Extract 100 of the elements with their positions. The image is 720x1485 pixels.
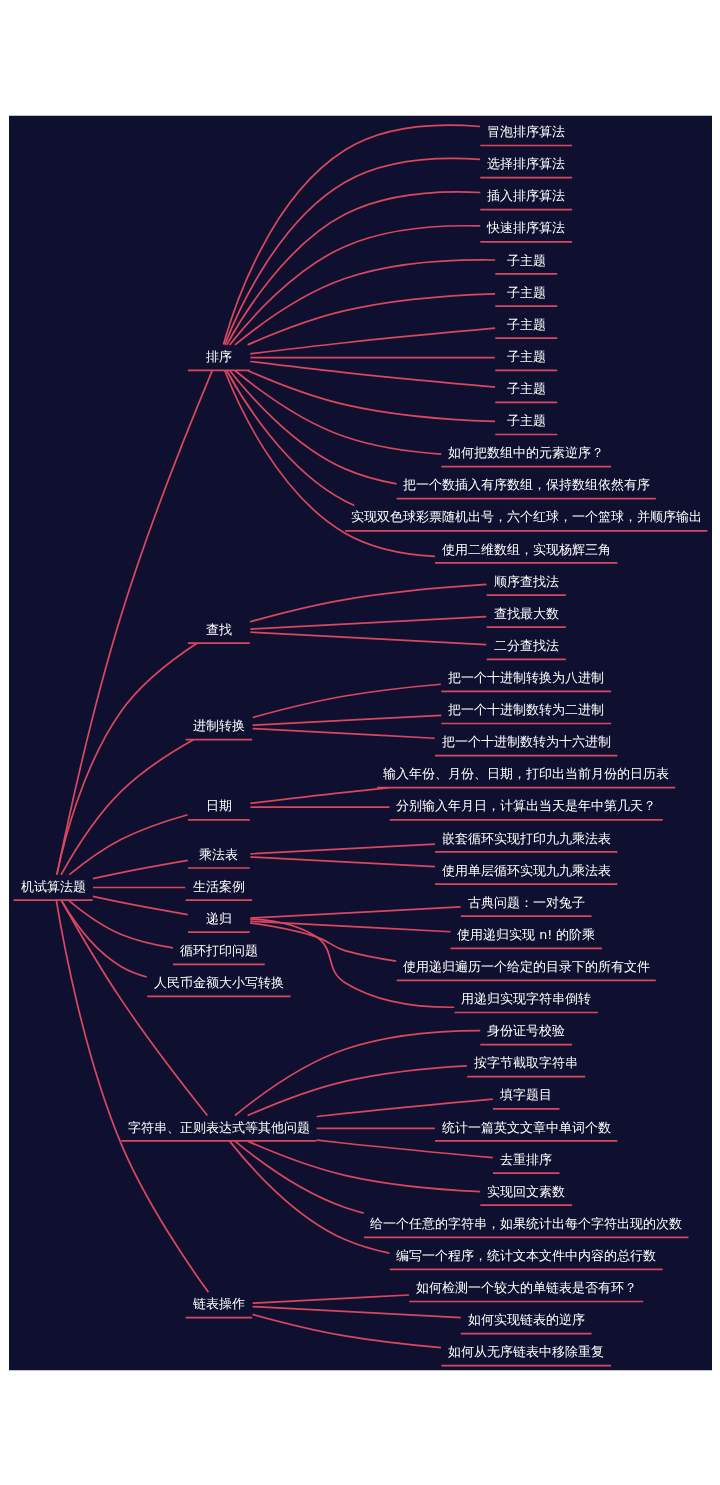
node-text: 使用递归实现 n! 的阶乘 — [456, 926, 595, 942]
node-text: 身份证号校验 — [486, 1022, 565, 1038]
node-text: 把一个十进制数转为二进制 — [447, 701, 604, 717]
node-text: 如何从无序链表中移除重复 — [447, 1343, 604, 1359]
connector — [91, 886, 186, 888]
node-text: 冒泡排序算法 — [486, 123, 565, 139]
connector — [251, 1305, 462, 1318]
node-text: 生活案例 — [192, 878, 245, 894]
connector — [251, 1313, 442, 1348]
node-text: 使用二维数组，实现杨辉三角 — [441, 541, 611, 557]
node-text: 按字节截取字符串 — [473, 1054, 578, 1070]
connector — [225, 369, 355, 506]
connector — [249, 615, 487, 630]
connector — [246, 292, 496, 346]
connector — [54, 898, 209, 1293]
connector — [249, 630, 487, 645]
node-text: 顺序查找法 — [493, 573, 559, 589]
node-text: 循环打印问题 — [179, 942, 258, 958]
node-text: 使用递归遍历一个给定的目录下的所有文件 — [402, 958, 650, 974]
node-text: 选择排序算法 — [486, 155, 565, 171]
node-text: 日期 — [205, 797, 232, 813]
node-text: 递归 — [205, 910, 232, 926]
connector — [59, 738, 194, 876]
node-text: 填字题目 — [499, 1086, 552, 1102]
connector — [228, 369, 397, 485]
connector — [251, 1293, 410, 1304]
connector — [315, 1097, 494, 1117]
connector — [248, 917, 455, 1008]
connector — [55, 368, 213, 876]
node-text: 子主题 — [506, 348, 546, 364]
connector — [248, 326, 496, 355]
connector — [249, 356, 496, 359]
connector — [248, 786, 390, 804]
node-text: 把一个十进制数转为十六进制 — [441, 733, 611, 749]
node-text: 嵌套循环实现打印九九乘法表 — [441, 830, 611, 846]
connector — [248, 360, 496, 388]
node-text: 输入年份、月份、日期，打印出当前月份的日历表 — [382, 765, 669, 781]
connector — [249, 919, 451, 933]
connector — [68, 813, 189, 875]
connector — [249, 805, 390, 808]
connector — [246, 1064, 468, 1116]
node-text: 去重排序 — [499, 1151, 552, 1167]
connector — [91, 859, 189, 879]
connector — [55, 641, 198, 875]
node-text: 人民币金额大小写转换 — [153, 974, 284, 990]
connector — [59, 898, 208, 1116]
connector — [67, 899, 174, 949]
connector — [233, 1139, 365, 1214]
node-text: 统计一篇英文文章中单词个数 — [441, 1119, 611, 1135]
connector — [248, 921, 397, 962]
node-text: 把一个十进制转换为八进制 — [447, 669, 604, 685]
node-text: 子主题 — [506, 316, 546, 332]
connector — [233, 369, 442, 455]
connector — [91, 895, 189, 915]
node-text: 子主题 — [506, 284, 546, 300]
connector — [249, 855, 436, 868]
connector — [228, 224, 481, 346]
node-text: 二分查找法 — [493, 637, 559, 653]
connector — [249, 842, 436, 855]
connector — [251, 713, 442, 726]
node-text: 进制转换 — [192, 717, 245, 733]
node-text: 实现回文素数 — [486, 1183, 565, 1199]
node-text: 子主题 — [506, 252, 546, 268]
connector — [315, 1138, 494, 1158]
node-text: 如何实现链表的逆序 — [467, 1311, 585, 1327]
node-text: 乘法表 — [198, 846, 238, 862]
node-text: 子主题 — [506, 380, 546, 396]
node-text: 使用单层循环实现九九乘法表 — [441, 862, 611, 878]
node-text: 机试算法题 — [20, 878, 86, 894]
connector — [246, 1139, 481, 1192]
connector — [251, 727, 436, 739]
connector — [315, 1126, 436, 1129]
node-text: 古典问题：一对兔子 — [467, 894, 585, 910]
node-text: 如何检测一个较大的单链表是否有环？ — [415, 1279, 637, 1295]
connector — [222, 123, 481, 345]
node-text: 插入排序算法 — [486, 187, 565, 203]
connector — [233, 1029, 481, 1116]
connector — [233, 258, 496, 346]
connector — [225, 190, 481, 346]
node-text: 排序 — [205, 348, 232, 364]
connector — [251, 682, 442, 718]
connector — [228, 1139, 390, 1254]
connector — [223, 369, 436, 557]
connector — [249, 905, 461, 919]
node-text: 字符串、正则表达式等其他问题 — [127, 1119, 310, 1135]
connector — [223, 157, 481, 345]
node-text: 实现双色球彩票随机出号，六个红球，一个篮球，并顺序输出 — [350, 508, 702, 524]
node-text: 快速排序算法 — [486, 219, 565, 235]
node-text: 链表操作 — [192, 1295, 245, 1311]
connector — [248, 583, 487, 623]
node-text: 查找最大数 — [493, 605, 559, 621]
node-text: 查找 — [205, 621, 232, 637]
node-text: 用递归实现字符串倒转 — [460, 990, 591, 1006]
node-text: 子主题 — [506, 412, 546, 428]
connector — [246, 369, 496, 422]
node-text: 分别输入年月日，计算出当天是年中第几天？ — [395, 797, 656, 813]
node-text: 把一个数插入有序数组，保持数组依然有序 — [402, 476, 650, 492]
node-text: 给一个任意的字符串，如果统计出每个字符出现的次数 — [369, 1215, 682, 1231]
node-text: 编写一个程序，统计文本文件中内容的总行数 — [395, 1247, 656, 1263]
node-text: 如何把数组中的元素逆序？ — [447, 444, 604, 460]
